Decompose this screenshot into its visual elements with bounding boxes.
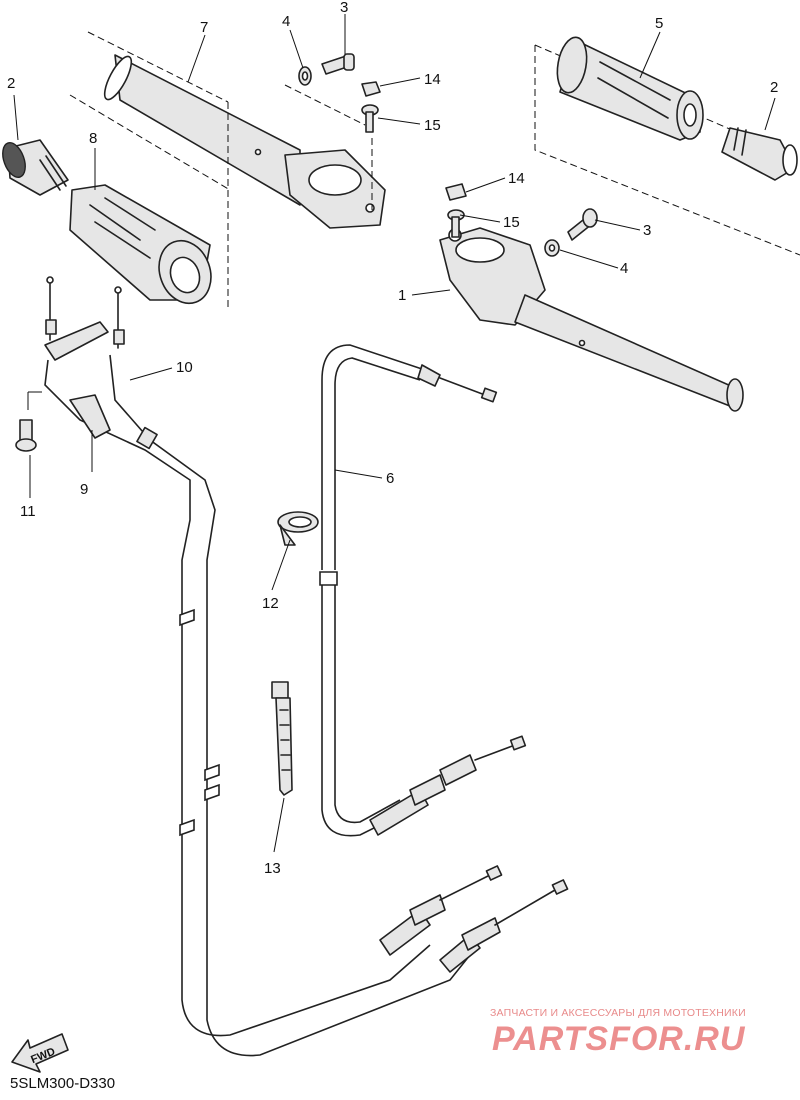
callout-3-upper: 3 <box>340 0 348 16</box>
callout-4-lower: 4 <box>620 260 628 277</box>
callout-14-upper: 14 <box>424 71 441 88</box>
cable-band <box>271 681 293 796</box>
watermark-logo: PARTSFOR.RU <box>492 1020 746 1058</box>
callout-10: 10 <box>176 359 193 376</box>
callout-14-lower: 14 <box>508 170 525 187</box>
callout-2-right: 2 <box>770 79 778 96</box>
callout-13: 13 <box>264 860 281 877</box>
bolt-upper <box>321 53 355 75</box>
callout-12: 12 <box>262 595 279 612</box>
callout-1: 1 <box>398 287 406 304</box>
callout-15-lower: 15 <box>503 214 520 231</box>
callout-6: 6 <box>386 470 394 487</box>
washer-lower <box>544 239 560 257</box>
callout-9: 9 <box>80 481 88 498</box>
callout-8: 8 <box>89 130 97 147</box>
callout-15-upper: 15 <box>424 117 441 134</box>
bolt-15-lower <box>447 209 465 238</box>
washer-upper <box>298 66 312 86</box>
bolt-11 <box>15 419 37 452</box>
left-bar-end <box>2 139 69 196</box>
diagram-code: 5SLM300-D330 <box>10 1075 116 1092</box>
throttle-cable-assembly <box>44 276 569 1057</box>
bolt-15-upper <box>361 104 379 133</box>
nut-lower <box>445 183 467 201</box>
clutch-cable <box>319 344 527 837</box>
bolt-lower <box>567 208 598 241</box>
callout-3-lower: 3 <box>643 222 651 239</box>
callout-11: 11 <box>20 503 36 520</box>
nut-upper <box>361 81 381 97</box>
leader-lines <box>13 14 776 853</box>
callout-numbers: 2 8 7 4 3 14 15 5 2 14 15 3 4 1 10 9 11 … <box>7 0 778 877</box>
fwd-arrow: FWD <box>11 1033 69 1073</box>
callout-2-left: 2 <box>7 75 15 92</box>
right-grip <box>556 36 704 141</box>
callout-7: 7 <box>200 19 208 36</box>
callout-5: 5 <box>655 15 663 32</box>
right-handlebar <box>439 227 744 412</box>
right-bar-end <box>721 127 798 181</box>
left-grip <box>69 184 212 305</box>
left-handlebar <box>103 54 386 229</box>
callout-4-upper: 4 <box>282 13 290 30</box>
cable-clip <box>277 511 319 546</box>
watermark-tagline: ЗАПЧАСТИ И АКСЕССУАРЫ ДЛЯ МОТОТЕХНИКИ <box>490 1007 746 1019</box>
